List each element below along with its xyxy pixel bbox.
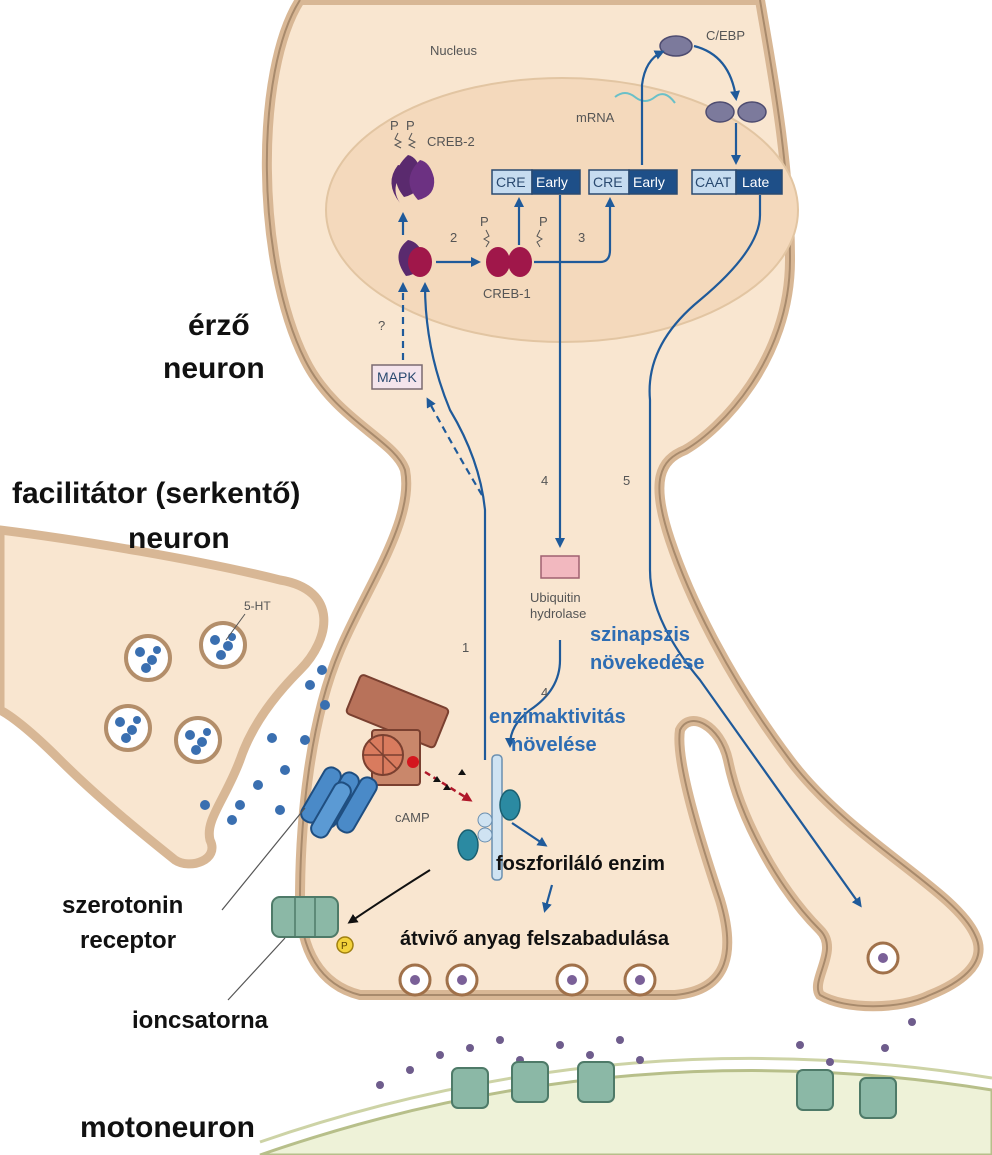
caption-facilitator-1: facilitátor (serkentő)	[12, 477, 300, 510]
caat-label: CAAT	[695, 174, 732, 190]
ubiquitin-label-2: hydrolase	[530, 606, 586, 621]
cre-label-1: CRE	[496, 174, 526, 190]
phospho-p-label: P	[341, 941, 348, 952]
cebp-label: C/EBP	[706, 28, 745, 43]
receptor	[796, 1069, 834, 1111]
released-transmitter	[376, 1018, 916, 1089]
vesicle	[445, 963, 479, 997]
caption-facilitator-2: neuron	[128, 522, 230, 555]
protein-kinase-complex	[345, 674, 450, 786]
pathway-arrows	[398, 44, 862, 913]
caption-szerotonin-1: szerotonin	[62, 892, 183, 919]
step-2: 2	[450, 230, 457, 245]
nucleus	[325, 77, 799, 343]
mrna-label: mRNA	[576, 110, 615, 125]
postsynaptic-receptors	[451, 1061, 897, 1119]
creb1-dimer	[486, 247, 532, 277]
caption-foszforilalo: foszforiláló enzim	[496, 853, 665, 875]
creb2-p1: P	[390, 118, 399, 133]
receptor	[859, 1077, 897, 1119]
creb2-creb1-complex	[398, 240, 432, 277]
vesicle	[124, 634, 172, 682]
receptor	[451, 1067, 489, 1109]
creb2-p2: P	[406, 118, 415, 133]
step-1: 1	[462, 640, 469, 655]
camp-label: cAMP	[395, 810, 430, 825]
vesicle	[398, 963, 432, 997]
5ht-label: 5-HT	[244, 599, 271, 613]
nucleus-label: Nucleus	[430, 43, 477, 58]
creb1-label: CREB-1	[483, 286, 531, 301]
mrna-strand	[614, 92, 676, 104]
vesicle	[104, 704, 152, 752]
ubiquitin-hydrolase-box	[540, 555, 580, 579]
camp-molecules	[433, 769, 466, 790]
step-5: 5	[623, 473, 630, 488]
caption-szinapszis-1: szinapszis	[590, 624, 690, 646]
caption-erzo-1: érző	[188, 309, 250, 342]
caat-late-box	[691, 169, 783, 195]
mapk-label: MAPK	[377, 369, 417, 385]
ubiquitin-label-1: Ubiquitin	[530, 590, 581, 605]
serotonin-vesicles	[104, 621, 247, 764]
kinase-chain	[457, 754, 521, 881]
caption-szinapszis-2: növekedése	[590, 652, 705, 674]
caption-ioncsatorna: ioncsatorna	[132, 1007, 269, 1034]
released-serotonin	[200, 665, 330, 825]
early-label-2: Early	[633, 174, 665, 190]
step-4a: 4	[541, 473, 548, 488]
ion-channel	[271, 896, 354, 954]
synaptic-vesicles	[398, 941, 900, 997]
caption-erzo-2: neuron	[163, 352, 265, 385]
caption-atvivo: átvivő anyag felszabadulása	[400, 928, 670, 950]
vesicle	[174, 716, 222, 764]
caption-enzim-2: növelése	[511, 734, 597, 756]
creb1-p2: P	[539, 214, 548, 229]
creb2-label: CREB-2	[427, 134, 475, 149]
vesicle	[866, 941, 900, 975]
vesicle	[555, 963, 589, 997]
cre-label-2: CRE	[593, 174, 623, 190]
mapk-box	[371, 364, 423, 390]
cebp-protein	[659, 35, 767, 123]
early-label-1: Early	[536, 174, 568, 190]
receptor	[577, 1061, 615, 1103]
question-label: ?	[378, 318, 385, 333]
caption-motoneuron: motoneuron	[80, 1111, 255, 1144]
creb2-dimer	[391, 155, 435, 203]
step-3: 3	[578, 230, 585, 245]
caption-enzim-1: enzimaktivitás	[489, 706, 626, 728]
vesicle	[199, 621, 247, 669]
vesicle	[623, 963, 657, 997]
arrow-to-ion-channel	[347, 869, 431, 924]
caption-szerotonin-2: receptor	[80, 927, 176, 954]
creb1-p1: P	[480, 214, 489, 229]
step-4b: 4	[541, 685, 548, 700]
facilitator-neuron-cell	[0, 525, 329, 869]
cre-early-box-1	[491, 169, 581, 195]
cre-early-box-2	[588, 169, 678, 195]
receptor	[511, 1061, 549, 1103]
late-label: Late	[742, 174, 769, 190]
serotonin-receptor	[300, 766, 378, 839]
